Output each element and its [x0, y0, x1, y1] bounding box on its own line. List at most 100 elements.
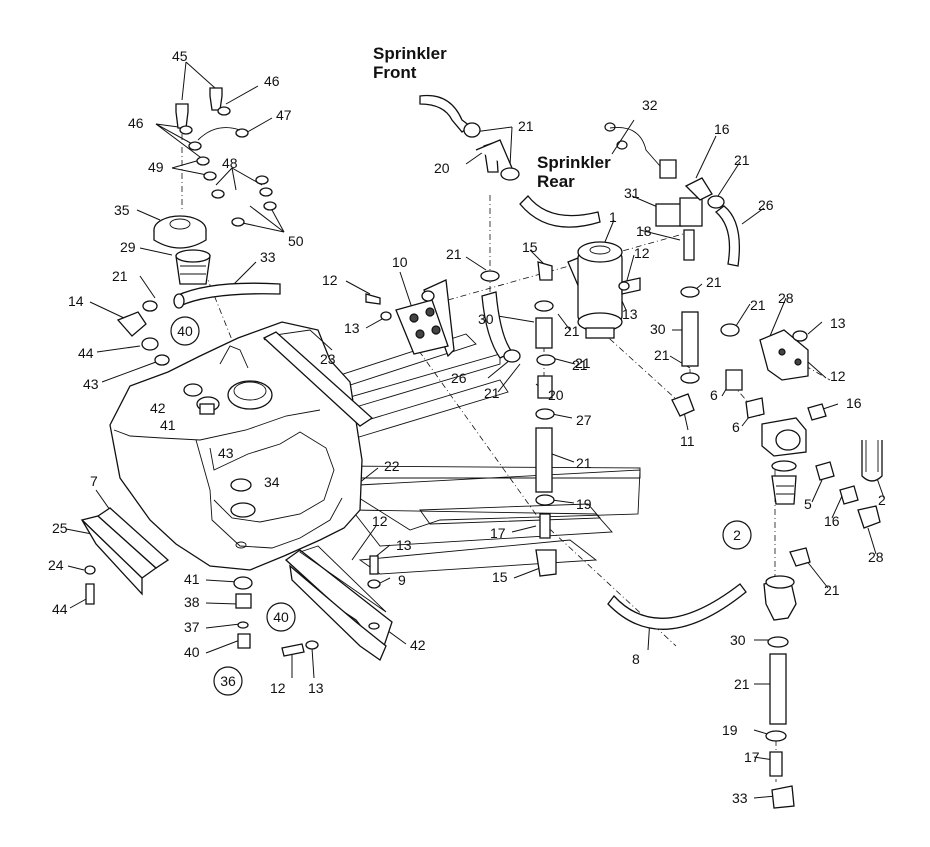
callout: 43	[83, 376, 99, 392]
callout: 49	[148, 159, 164, 175]
tank-rail	[281, 545, 393, 661]
callout: 28	[868, 549, 884, 565]
hose-33-upper	[173, 282, 281, 309]
callout: 8	[632, 651, 640, 667]
filter-housing	[761, 417, 883, 529]
callout: 30	[730, 632, 746, 648]
callout: 21	[734, 152, 750, 168]
callout: 28	[778, 290, 794, 306]
callout: 20	[434, 160, 450, 176]
tank-outlet-fitting	[183, 383, 220, 415]
callout: 25	[52, 520, 68, 536]
callout: 46	[128, 115, 144, 131]
callout: 21	[706, 274, 722, 290]
callout: 13	[308, 680, 324, 696]
callout: 20	[548, 387, 564, 403]
callout: 10	[392, 254, 408, 270]
callout: 23	[320, 351, 336, 367]
hose-26-left	[480, 270, 521, 363]
circled-callout: 40	[177, 323, 193, 339]
callout: 21	[518, 118, 534, 134]
cap-hardware	[153, 87, 277, 285]
callout: 38	[184, 594, 200, 610]
callout: 48	[222, 155, 238, 171]
callout: 34	[264, 474, 280, 490]
callout: 14	[68, 293, 84, 309]
callout: 12	[372, 513, 388, 529]
sediment-bowl	[763, 547, 811, 809]
circled-callouts: 40 40 36 2	[170, 316, 752, 696]
callout: 12	[634, 245, 650, 261]
callout: 40	[184, 644, 200, 660]
callout: 6	[732, 419, 740, 435]
callout: 29	[120, 239, 136, 255]
callout: 24	[48, 557, 64, 573]
callout: 21	[576, 455, 592, 471]
callout: 19	[722, 722, 738, 738]
callout: 21	[564, 323, 580, 339]
hose-33-lower	[607, 583, 747, 630]
strap-bar	[262, 331, 374, 427]
callout: 16	[824, 513, 840, 529]
callout: 15	[492, 569, 508, 585]
callout: 18	[636, 223, 652, 239]
callout: 26	[451, 370, 467, 386]
callout: 13	[344, 320, 360, 336]
callout: 21	[446, 246, 462, 262]
callout: 21	[824, 582, 840, 598]
pump	[567, 241, 641, 339]
right-upper-hose	[684, 177, 741, 337]
right-tube-assembly	[671, 286, 700, 417]
callout: 32	[642, 97, 658, 113]
callout: 30	[650, 321, 666, 337]
callout: 21	[572, 357, 588, 373]
callout: 46	[264, 73, 280, 89]
callout: 11	[680, 433, 695, 449]
callout: 1	[609, 209, 617, 225]
callout: 41	[160, 417, 176, 433]
filter-bracket	[725, 329, 827, 421]
sprinkler-front-hose	[419, 94, 601, 228]
callout: 15	[522, 239, 538, 255]
callout: 7	[90, 473, 98, 489]
callout: 21	[112, 268, 128, 284]
sprinkler-front-heading: Sprinkler Front	[373, 44, 447, 82]
circled-callout: 40	[273, 609, 289, 625]
callout: 22	[384, 458, 400, 474]
callout: 5	[804, 496, 812, 512]
callout: 27	[576, 412, 592, 428]
callout: 12	[270, 680, 286, 696]
callout: 16	[846, 395, 862, 411]
callout: 2	[878, 492, 886, 508]
callout: 33	[732, 790, 748, 806]
callout: 21	[654, 347, 670, 363]
callout: 13	[830, 315, 846, 331]
callout: 21	[750, 297, 766, 313]
tank-bracket	[80, 507, 170, 605]
callout: 45	[172, 48, 188, 64]
callout: 21	[575, 355, 591, 371]
elbow-fitting	[116, 300, 170, 366]
elbow-15-upper	[537, 261, 553, 281]
valve-bracket	[365, 279, 455, 358]
callout: 17	[490, 525, 506, 541]
callout: 37	[184, 619, 200, 635]
callout: 35	[114, 202, 130, 218]
callout: 41	[184, 571, 200, 587]
callout: 42	[150, 400, 166, 416]
circled-callout: 36	[220, 673, 236, 689]
callout: 13	[396, 537, 412, 553]
drain-stack	[233, 576, 253, 649]
callout: 9	[398, 572, 406, 588]
sprinkler-rear-heading: Sprinkler Rear	[537, 153, 611, 191]
callout: 21	[734, 676, 750, 692]
callout: 50	[288, 233, 304, 249]
callout: 16	[714, 121, 730, 137]
callout: 19	[576, 496, 592, 512]
center-tube-assembly	[534, 300, 557, 577]
callout: 44	[78, 345, 94, 361]
callout: 12	[322, 272, 338, 288]
callout: 13	[622, 306, 638, 322]
callout: 47	[276, 107, 292, 123]
